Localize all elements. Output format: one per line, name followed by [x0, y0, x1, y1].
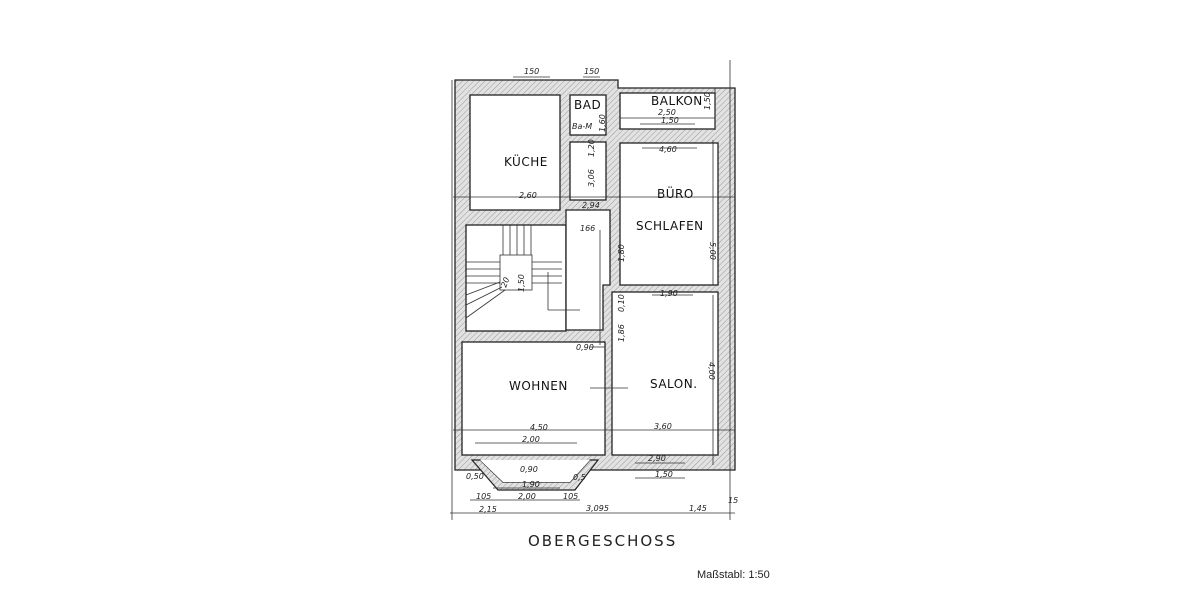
svg-text:105: 105 — [563, 492, 578, 501]
svg-text:5,00: 5,00 — [708, 242, 717, 260]
room-stairwell — [465, 224, 567, 332]
svg-text:2,94: 2,94 — [582, 201, 600, 210]
svg-text:1,60: 1,60 — [598, 114, 607, 132]
svg-text:20: 20 — [499, 276, 511, 289]
label-schlafen: SCHLAFEN — [636, 219, 704, 233]
room-buero — [619, 142, 719, 286]
room-wc — [569, 141, 607, 201]
svg-text:3,60: 3,60 — [654, 422, 672, 431]
room-salon — [611, 291, 719, 456]
label-buero: BÜRO — [657, 185, 694, 201]
scale-label: Maßstabl: 1:50 — [697, 569, 770, 581]
svg-text:150: 150 — [524, 67, 539, 76]
plan-title: OBERGESCHOSS — [528, 532, 677, 550]
svg-text:4,60: 4,60 — [659, 145, 677, 154]
dimension-lines — [450, 60, 735, 520]
svg-text:4,00: 4,00 — [707, 362, 716, 380]
svg-text:15: 15 — [728, 496, 738, 505]
svg-text:2,15: 2,15 — [479, 505, 497, 514]
room-wohnen — [461, 341, 606, 456]
staircase — [465, 225, 580, 319]
svg-text:3,06: 3,06 — [587, 169, 596, 187]
svg-text:1,50: 1,50 — [655, 470, 673, 479]
svg-text:1,90: 1,90 — [660, 289, 678, 298]
svg-text:2,60: 2,60 — [519, 191, 537, 200]
svg-text:2,90: 2,90 — [648, 454, 666, 463]
dimension-labels: 150 150 2,50 1,50 1,50 4,60 1,60 1,20 2,… — [466, 67, 738, 514]
svg-text:0,90: 0,90 — [576, 343, 594, 352]
svg-text:1,50: 1,50 — [703, 92, 712, 110]
svg-text:166: 166 — [580, 224, 595, 233]
svg-text:0,5: 0,5 — [573, 473, 586, 482]
svg-text:1,50: 1,50 — [661, 116, 679, 125]
svg-text:2,50: 2,50 — [658, 108, 676, 117]
svg-text:1,86: 1,86 — [617, 324, 626, 342]
room-hall — [565, 209, 611, 331]
svg-text:3,095: 3,095 — [586, 504, 609, 513]
svg-text:1,45: 1,45 — [689, 504, 707, 513]
svg-text:1,80: 1,80 — [617, 244, 626, 262]
svg-text:0,90: 0,90 — [520, 465, 538, 474]
svg-text:0,10: 0,10 — [617, 294, 626, 312]
label-bad: BAD — [574, 98, 601, 112]
room-bad — [569, 94, 607, 136]
svg-text:150: 150 — [584, 67, 599, 76]
label-salon: SALON. — [650, 377, 698, 391]
svg-text:2,00: 2,00 — [522, 435, 540, 444]
svg-text:1,50: 1,50 — [517, 274, 526, 292]
svg-text:105: 105 — [476, 492, 491, 501]
label-bad-sub: Ba-M — [572, 122, 592, 131]
svg-text:2,00: 2,00 — [518, 492, 536, 501]
svg-text:1,90: 1,90 — [522, 480, 540, 489]
label-wohnen: WOHNEN — [509, 379, 568, 393]
label-kueche: KÜCHE — [504, 153, 548, 169]
svg-text:4,50: 4,50 — [530, 423, 548, 432]
room-kueche — [469, 94, 561, 211]
label-balkon: BALKON — [651, 94, 703, 108]
svg-text:0,50: 0,50 — [466, 472, 484, 481]
svg-text:1,20: 1,20 — [587, 139, 596, 157]
